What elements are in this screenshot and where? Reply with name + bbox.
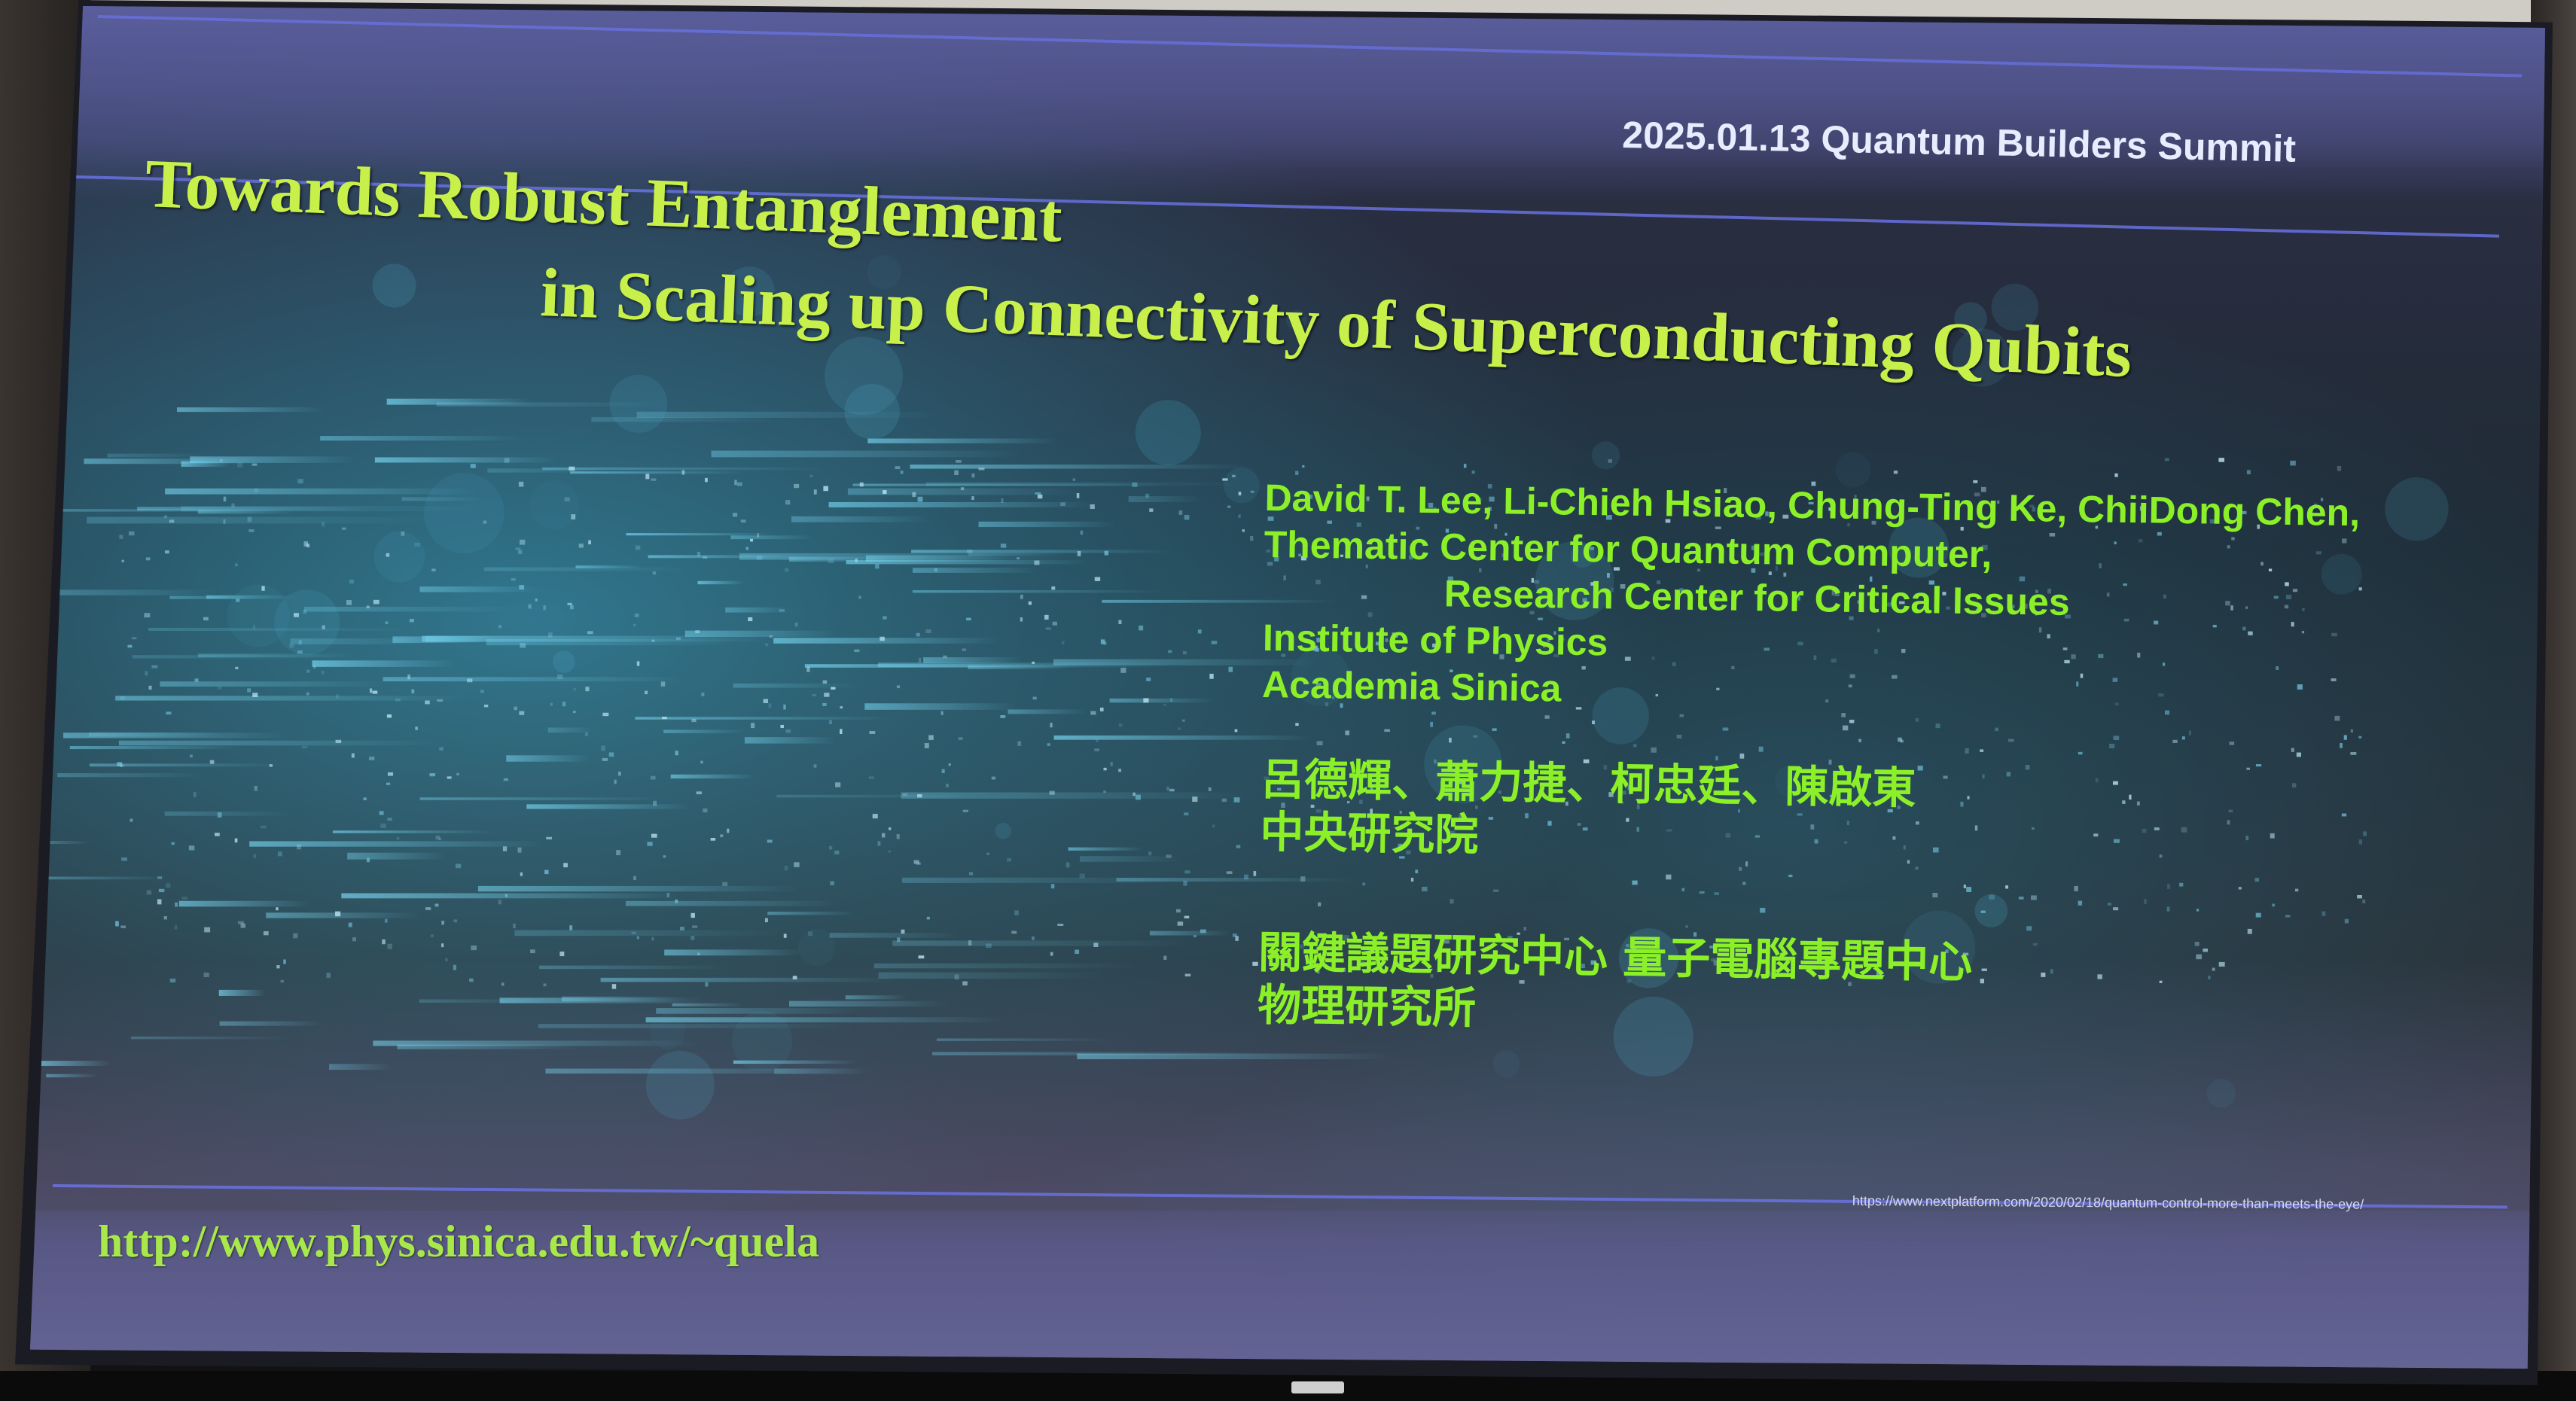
digital-data-background	[30, 6, 2545, 1369]
data-dots	[115, 254, 2449, 1119]
footer-band	[30, 1211, 2545, 1369]
header-band	[30, 6, 2545, 202]
data-streaks	[30, 398, 1395, 1078]
projector-logo-icon	[1291, 1381, 1344, 1393]
projected-slide	[30, 6, 2545, 1369]
lab-url: http://www.phys.sinica.edu.tw/~quela	[98, 1217, 820, 1266]
authors-block: David T. Lee, Li-Chieh Hsiao, Chung-Ting…	[1258, 474, 2361, 1046]
